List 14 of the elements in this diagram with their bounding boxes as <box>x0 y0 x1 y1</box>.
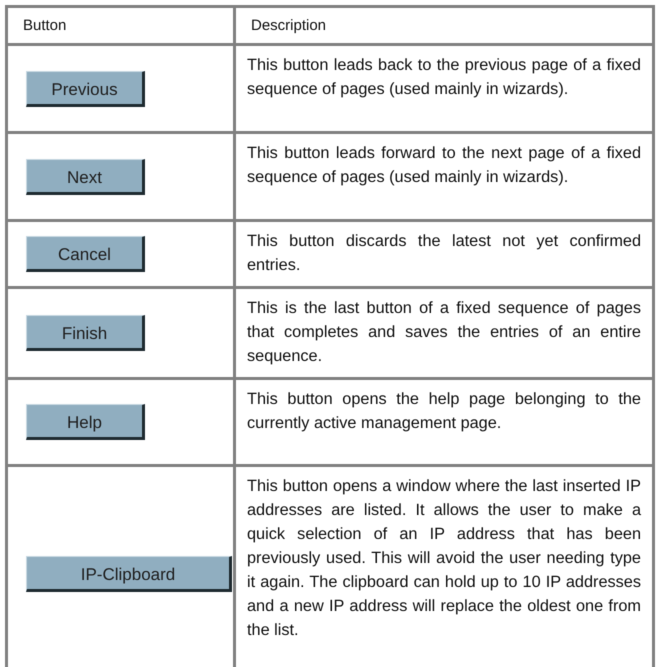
description-text: This button opens the help page belonging to the currently active management page. <box>246 389 642 434</box>
description-text: This button discards the latest not yet confirmed entries. <box>246 231 642 276</box>
description-text: This is the last button of a fixed sequence of pages that completes and saves the entries of an entire sequence. <box>246 298 642 367</box>
button: Help <box>26 404 145 440</box>
description-text: This button leads back to the previous page of a fixed sequence of pages (used mainly in wizards). <box>246 55 642 100</box>
description-text: This button opens a window where the last inserted IP addresses are listed. It allows the user to make a quick selection of an IP address that has been previously used. This will avoid the user needing type it again. The clipboard can hold up to 10 IP addresses and a new IP address will replace the oldest one from the list. <box>246 476 642 641</box>
description-text: This button leads forward to the next page of a fixed sequence of pages (used mainly in wizards). <box>246 143 642 188</box>
button: Finish <box>26 315 145 351</box>
column-header: Description <box>250 16 328 36</box>
column-header: Button <box>22 16 68 36</box>
button: IP-Clipboard <box>26 556 232 592</box>
button: Next <box>26 158 145 194</box>
button: Previous <box>26 70 145 106</box>
button: Cancel <box>26 236 145 272</box>
